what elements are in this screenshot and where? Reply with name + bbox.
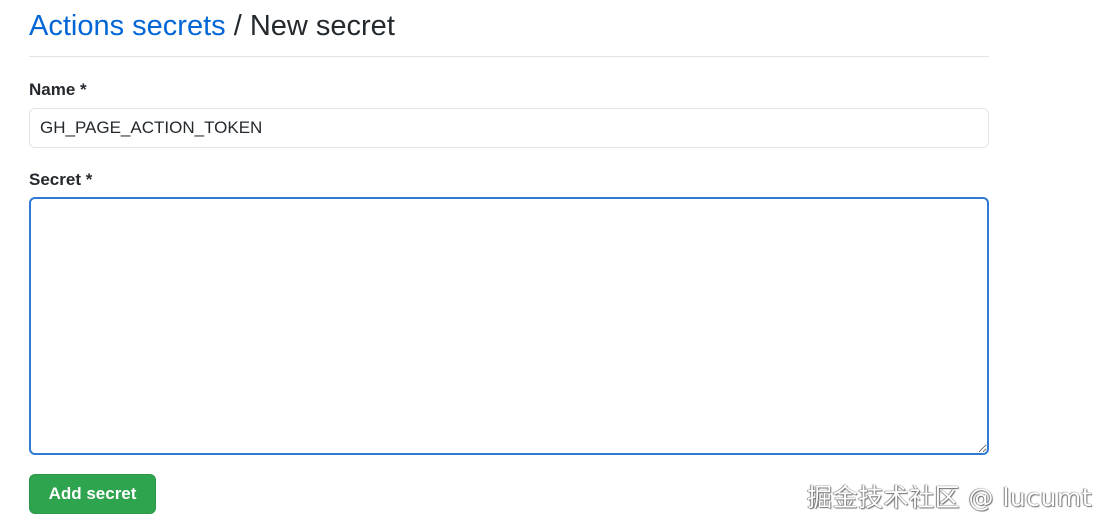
add-secret-button[interactable]: Add secret [29,474,156,514]
secret-label: Secret * [29,170,93,189]
breadcrumb-current: New secret [249,10,395,42]
name-label: Name * [29,80,87,99]
name-input[interactable] [29,108,989,148]
breadcrumb-separator: / [233,10,242,42]
breadcrumb-actions-secrets-link[interactable]: Actions secrets [29,10,226,42]
secret-textarea[interactable] [29,197,989,455]
watermark: 掘金技术社区 @ lucumt [807,483,1092,512]
page-title: Actions secrets / New secret [29,8,989,44]
page-header: Actions secrets / New secret [29,8,989,57]
